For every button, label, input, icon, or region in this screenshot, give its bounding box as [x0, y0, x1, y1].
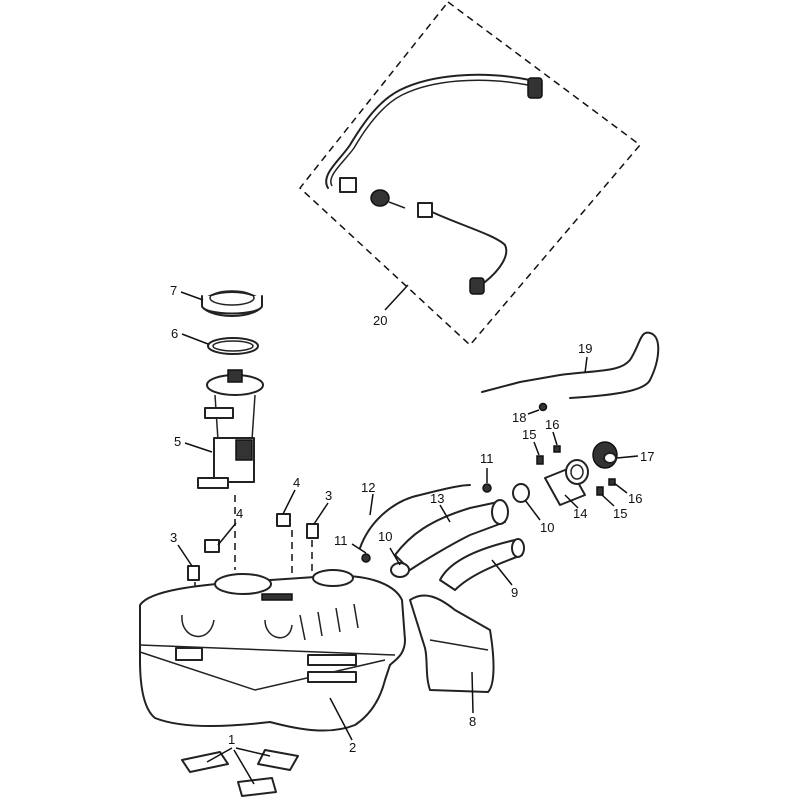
- screw: [553, 445, 561, 453]
- valve-stem: [388, 201, 406, 209]
- callout-20: 20: [373, 313, 387, 328]
- callout-17: 17: [640, 449, 654, 464]
- callout-16a: 16: [545, 417, 559, 432]
- callout-2: 2: [349, 740, 356, 755]
- callout-15b: 15: [613, 506, 627, 521]
- tank-pad: [257, 749, 299, 771]
- hose-clamp-ring: [390, 562, 410, 578]
- hose-clamp: [361, 553, 371, 563]
- screw: [536, 455, 544, 465]
- leader-line-15a: [533, 441, 540, 456]
- leader-line-14: [564, 494, 579, 509]
- leader-line-8: [471, 671, 474, 714]
- tank-pad: [237, 777, 277, 797]
- leader-line-16a: [552, 431, 558, 446]
- callout-16b: 16: [628, 491, 642, 506]
- leader-line-19: [584, 356, 588, 374]
- leader-line-3b: [313, 502, 329, 525]
- lock-ring: [201, 290, 263, 317]
- assembly-boundary: [298, 0, 642, 347]
- leader-line-2: [329, 697, 353, 741]
- callout-8: 8: [469, 714, 476, 729]
- leader-line-4b: [217, 522, 237, 546]
- screw: [596, 486, 604, 496]
- callout-1: 1: [228, 732, 235, 747]
- callout-14: 14: [573, 506, 587, 521]
- leader-line-12: [369, 493, 374, 516]
- callout-13: 13: [430, 491, 444, 506]
- hose-connector: [527, 77, 543, 99]
- filler-hose-lower-end: [511, 538, 525, 558]
- heat-shield-fold-line: [429, 639, 489, 651]
- fuel-cap: [592, 441, 618, 469]
- callout-12: 12: [361, 480, 375, 495]
- leader-line-10b: [389, 547, 401, 566]
- leader-line-20: [384, 284, 409, 311]
- callout-10a: 10: [540, 520, 554, 535]
- seal-ring-inner-edge: [212, 340, 254, 352]
- hose-clip: [417, 202, 433, 218]
- callout-19: 19: [578, 341, 592, 356]
- callout-5: 5: [174, 434, 181, 449]
- hose-clamp-ring: [512, 483, 530, 503]
- retainer-bracket: [306, 523, 319, 539]
- tube-fitting: [538, 402, 548, 412]
- leader-line-17: [616, 455, 639, 459]
- leader-line-16b: [613, 482, 628, 494]
- leader-line-11b: [351, 543, 367, 554]
- leader-line-1: [206, 747, 233, 763]
- leader-line-1: [233, 749, 255, 785]
- callout-7: 7: [170, 283, 177, 298]
- leader-line-9: [491, 559, 513, 586]
- leader-line-18: [527, 409, 540, 415]
- vent-tube: [481, 331, 660, 399]
- screw: [608, 478, 616, 486]
- callout-15a: 15: [522, 427, 536, 442]
- vapor-hose-upper: [325, 73, 541, 189]
- callout-3b: 3: [325, 488, 332, 503]
- vapor-hose-lower: [431, 211, 508, 283]
- vapor-line-assembly: [298, 0, 642, 347]
- retainer-clip: [204, 539, 220, 553]
- leader-line-3a: [177, 544, 193, 567]
- leader-line-6: [181, 333, 209, 345]
- tank-pad: [181, 751, 229, 773]
- callout-3a: 3: [170, 530, 177, 545]
- fuel-pump-module: [197, 369, 264, 489]
- retainer-clip: [276, 513, 291, 527]
- hose-clip: [339, 177, 357, 193]
- callout-4a: 4: [293, 475, 300, 490]
- callout-4b: 4: [236, 506, 243, 521]
- filler-housing: [544, 459, 589, 506]
- leader-line-15b: [601, 494, 615, 507]
- vapor-valve: [370, 189, 390, 207]
- leader-line-4a: [282, 489, 296, 515]
- leader-line-1: [235, 747, 271, 757]
- hose-clamp: [482, 483, 492, 493]
- leader-line-10a: [524, 499, 541, 521]
- leader-line-7: [180, 291, 204, 301]
- callout-11a: 11: [480, 451, 494, 466]
- callout-11b: 11: [334, 533, 348, 548]
- vapor-hose-upper-inner-edge: [330, 79, 529, 187]
- retainer-bracket: [187, 565, 200, 581]
- callout-18: 18: [512, 410, 526, 425]
- callout-10b: 10: [378, 529, 392, 544]
- leader-line-5: [184, 442, 213, 453]
- callout-9: 9: [511, 585, 518, 600]
- leader-line-13: [439, 504, 451, 523]
- vent-hose: [359, 484, 471, 549]
- hose-connector: [469, 277, 485, 295]
- fuel-tank: [139, 569, 406, 732]
- callout-6: 6: [171, 326, 178, 341]
- filler-hose-end: [491, 499, 509, 525]
